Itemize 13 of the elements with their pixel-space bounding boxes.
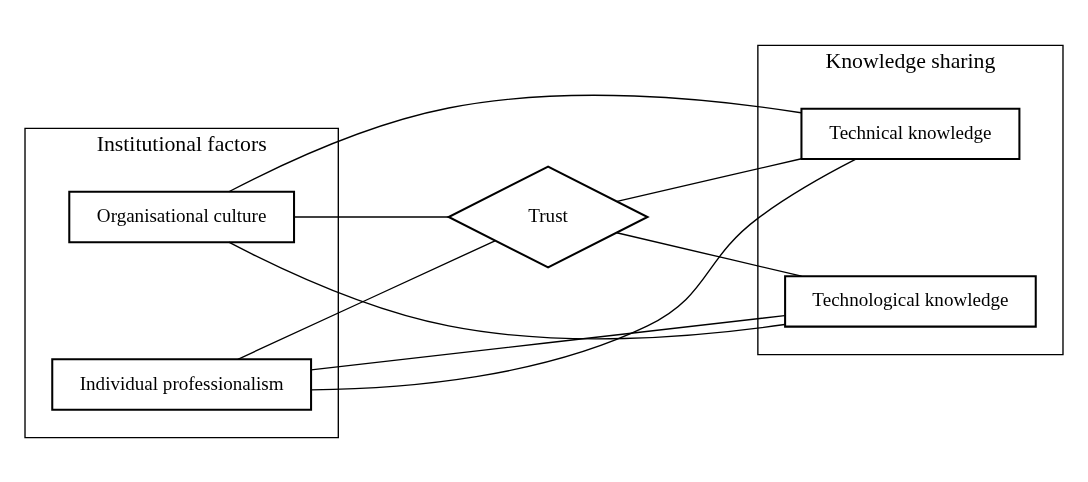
connector — [237, 239, 496, 360]
node-box: Individual professionalism — [51, 357, 313, 411]
connector — [616, 231, 803, 277]
connector — [310, 158, 857, 391]
connector — [293, 215, 450, 218]
connector — [228, 94, 802, 192]
connector — [228, 241, 786, 340]
node-box: Organisational culture — [68, 190, 296, 243]
connector — [616, 157, 803, 202]
connector — [310, 314, 786, 371]
node-diamond: Trust — [446, 164, 650, 269]
node-box: Technical knowledge — [800, 107, 1021, 160]
node-box: Technological knowledge — [784, 274, 1037, 328]
